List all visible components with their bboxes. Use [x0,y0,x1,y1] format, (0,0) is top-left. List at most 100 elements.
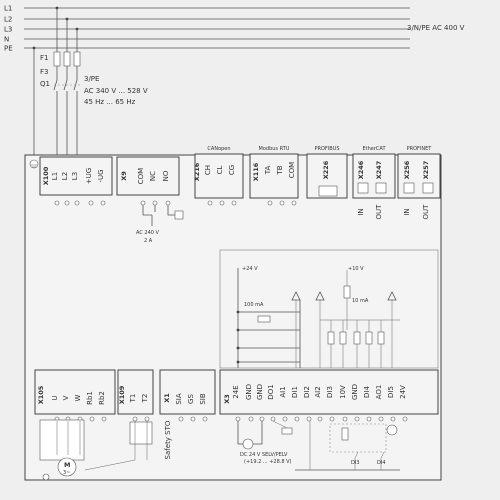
breaker-label: Q1 [40,80,50,88]
x105-block [34,369,116,415]
ethercat-label: X247 [375,161,383,180]
x100-pin-label: L3 [71,172,79,180]
fuse [73,51,81,67]
x216-label: X216 [193,162,201,181]
x100-pin-label: +UG [85,168,93,184]
fuse [53,51,61,67]
x9-terminal [152,200,158,206]
x3-pin-label: DO1 [267,384,275,399]
profinet-label: X257 [422,161,430,180]
x3-pin-label: GND [245,384,253,400]
x1-block [159,369,216,415]
relay-coil [174,210,184,220]
x3-terminal [259,416,265,422]
x3-terminal [402,416,408,422]
x3-pin-label: AI2 [314,386,322,397]
ethercat-port-label: IN [357,208,365,215]
x3-pin-label: 10V [339,385,347,399]
x3-terminal [294,416,300,422]
x3-terminal [329,416,335,422]
di-label: DI3 [351,460,360,466]
x100-terminal [100,200,106,206]
modbus-pin-label: TB [276,165,284,175]
thermistor-shield [129,421,153,445]
x1-terminal [202,416,208,422]
x3-pin-label: AO1 [375,385,383,400]
profinet-port-label: IN [403,208,411,215]
profinet-port [422,182,434,194]
x109-pin-label: T2 [141,394,149,404]
profibus-port [318,185,338,197]
meter [386,424,398,436]
x3-terminal [317,416,323,422]
x100-terminal [54,200,60,206]
input-resistor [353,331,361,345]
relay-current-label: 2 A [144,238,153,244]
x3-pin-label: GND [256,384,264,400]
modbus-terminal [279,200,285,206]
canopen-terminal [231,200,237,206]
rail-label: PE [4,45,13,53]
x3-pin-label: DI5 [387,386,395,398]
ethercat-port [357,182,369,194]
x3-pin-label: DI3 [326,386,334,398]
x105-pin-label: Rb1 [86,391,94,405]
x3-pin-label: AI1 [279,386,287,397]
sto-label: Safety STO [164,420,172,459]
x100-terminal [88,200,94,206]
canopen-terminal [207,200,213,206]
junction-dot [236,346,240,350]
x226-label: X226 [322,160,330,179]
x3-terminal [342,416,348,422]
profinet-port [403,182,415,194]
x3-terminal [390,416,396,422]
thermistor-wire [84,459,136,471]
pe-ground [42,473,50,481]
x3-pin-label: 24V [399,385,407,399]
ext-wire [272,420,288,429]
dc-source [242,438,254,450]
x3-terminal [366,416,372,422]
x109-label: X109 [118,385,126,404]
x3-pin-label: GND [351,384,359,400]
di-label: DI4 [377,460,386,466]
x3-pin-label: DI1 [291,386,299,398]
canopen-pin-label: CG [228,165,236,175]
potentiometer [341,427,349,441]
switch [257,315,271,323]
freq-label: 45 Hz ... 65 Hz [84,98,136,106]
x1-pin-label: SIA [175,393,183,405]
device-housing [24,154,442,481]
voltage-label: AC 340 V ... 528 V [84,87,148,95]
breaker-contact [63,79,68,91]
x9-label: X9 [120,171,128,181]
x9-terminal [140,200,146,206]
ethercat-port-label: OUT [375,204,383,220]
motor [57,457,77,477]
x3-pin-label: 24E [232,385,240,398]
x109-terminal [144,416,150,422]
io-internal-frame [219,249,439,369]
r-label: 10 mA [352,298,369,304]
x100-terminal [74,200,80,206]
modbus: Modbus RTU [259,146,290,152]
ext-wire [253,421,263,445]
junction-dot [236,360,240,364]
x3-terminal [248,416,254,422]
modbus-pin-label: COM [288,162,296,178]
x3-terminal [235,416,241,422]
motor-phase-label: 3~ [63,470,70,476]
ethercat-label: X246 [357,160,365,179]
x9-block [116,156,180,196]
switch-contact [380,451,385,459]
canopen: CANopen [207,146,230,152]
x3-terminal [354,416,360,422]
x116-label: X116 [252,162,260,181]
ethercat-port [375,182,387,194]
rail-label: L2 [4,16,12,24]
x100-pin-label: L2 [61,172,69,180]
x3-terminal [270,416,276,422]
fuse-label: F1 [40,54,48,62]
